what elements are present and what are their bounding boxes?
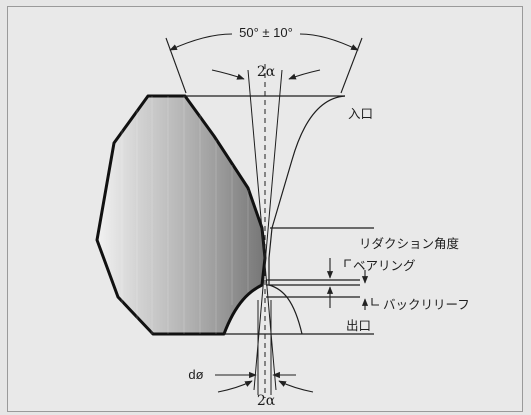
approach-angle-label: 50° ± 10° [239,25,293,40]
reduction-angle-top-dimension [211,69,321,80]
bearing-label: ベアリング [353,258,416,273]
entrance-label: 入口 [348,106,373,121]
bearing-markers [326,258,379,310]
diameter-label: dø [188,367,203,382]
reduction-angle-label: リダクション角度 [359,236,460,251]
two-alpha-top-label: 2α [257,64,276,80]
approach-angle-dimension [165,33,363,94]
die-axis [247,64,283,398]
reduction-angle-bottom-dimension [217,380,314,393]
exit-label: 出口 [346,318,371,333]
back-relief-label: バックリリーフ [383,297,470,312]
two-alpha-bottom-label: 2α [257,393,276,409]
diamond-nib [95,94,267,336]
